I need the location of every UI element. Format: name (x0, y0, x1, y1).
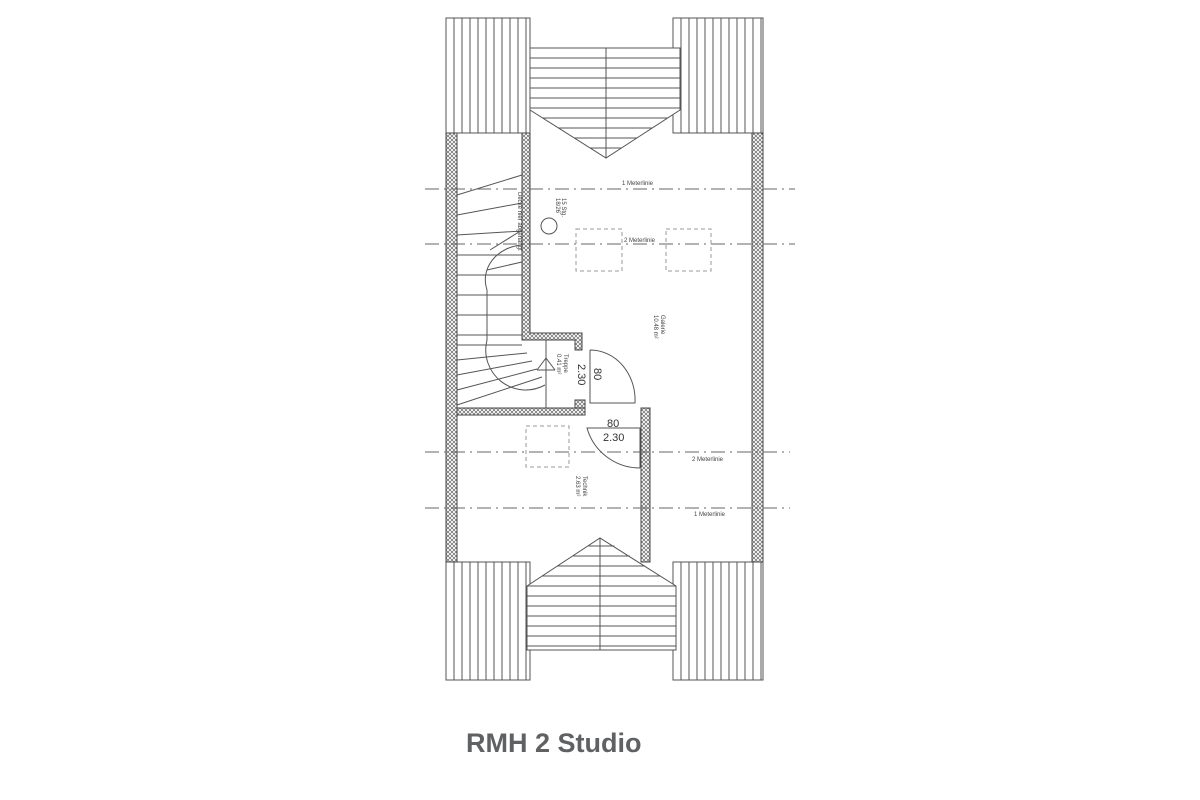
dormer-bottom (526, 537, 677, 651)
wall-left (445, 132, 458, 563)
dormer-top (529, 47, 681, 159)
wall-stair (521, 132, 583, 351)
stair-steps: 15 Stg. (560, 198, 566, 217)
stair-step (456, 376, 543, 406)
room-name-technik: Technik (581, 476, 587, 497)
stair-step (456, 230, 523, 236)
stair-step (456, 352, 528, 361)
room-name-treppe: Treppe (562, 354, 568, 373)
chimney-icon (540, 217, 558, 235)
roof-top-left (445, 17, 531, 134)
wall-right (751, 132, 764, 563)
wall-stair-bottom (456, 399, 586, 416)
stair-step (456, 202, 523, 216)
skylight (665, 228, 712, 272)
door-width: 80 (607, 418, 619, 430)
meterline-label: 1 Meterlinie (694, 512, 726, 518)
roof-bottom-right (672, 561, 764, 681)
door-height: 2.30 (575, 364, 587, 385)
door-2[interactable] (586, 427, 641, 469)
roof-top-right (672, 17, 764, 134)
stair-step (456, 360, 533, 376)
stair-arrow (545, 357, 556, 371)
stair-step (456, 174, 523, 196)
door-height: 2.30 (603, 432, 624, 444)
roof-shingle-lines (453, 18, 762, 680)
room-area-galerie: 10.48 m² (652, 315, 658, 339)
meterline-label: 2 Meterlinie (692, 457, 724, 463)
stair-ratio: 18/26 (554, 198, 560, 214)
skylight (525, 425, 570, 468)
roof-bottom-left (445, 561, 531, 681)
plan-title: RMH 2 Studio (466, 728, 642, 758)
stair-step (456, 368, 538, 391)
wall-technik (640, 407, 651, 563)
dormer-lines (527, 48, 680, 650)
stair-step (486, 261, 523, 271)
room-area-technik: 2.63 m² (574, 476, 580, 496)
room-area-treppe: 0.41 m² (555, 354, 561, 374)
stair-arrow (536, 357, 547, 371)
ceiling-note: Decke hier abgehängt (516, 192, 522, 251)
skylight (575, 228, 623, 272)
meterline-label: 1 Meterlinie (622, 181, 654, 187)
door-width: 80 (591, 368, 603, 380)
stair-walkline (484, 244, 546, 391)
door-1[interactable] (589, 349, 636, 404)
meterline-label: 2 Meterlinie (624, 238, 656, 244)
staircase (456, 174, 556, 408)
stair-step (489, 229, 523, 251)
room-name-galerie: Galerie (659, 315, 665, 335)
